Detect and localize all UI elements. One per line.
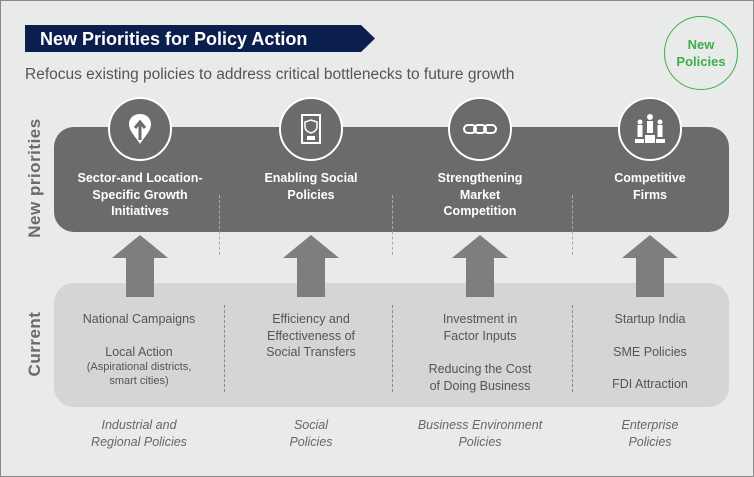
text-line: Social (293, 418, 329, 432)
text-line: Policies (287, 187, 335, 202)
badge-line1: New (687, 37, 715, 52)
text-line: Market (459, 187, 501, 202)
text-line: Policies (628, 434, 672, 449)
text-line: Factor Inputs (443, 328, 517, 343)
text-line: Regional Policies (91, 434, 187, 449)
text-line: Policies (289, 434, 333, 449)
text-line: Local Action (105, 344, 173, 359)
text-line: FDI Attraction (612, 377, 688, 391)
text-line: Initiatives (111, 204, 169, 218)
text-line: Sector-and Location- (77, 171, 203, 185)
text-line: (Aspirational districts, (86, 361, 192, 373)
text-line: Investment in (442, 312, 518, 326)
text-line: SME Policies (613, 344, 687, 359)
text-line: Effectiveness of (266, 328, 355, 343)
title-banner: New Priorities for Policy Action (25, 25, 375, 52)
divider (392, 305, 393, 392)
text-line: Enterprise (621, 418, 679, 432)
new-priorities-label: New priorities (25, 118, 44, 238)
current-policies: National Campaigns Local Action (Aspirat… (54, 311, 224, 388)
current-label: Current (25, 311, 44, 377)
subtitle: Refocus existing policies to address cri… (25, 66, 515, 83)
text-line: Competition (443, 204, 517, 218)
text-line: Social Transfers (266, 345, 356, 359)
location-arrow-icon (108, 97, 172, 161)
text-line: Strengthening (437, 171, 523, 185)
divider (392, 195, 393, 255)
divider (224, 305, 225, 392)
divider (219, 195, 220, 255)
divider (572, 305, 573, 392)
text-line: Startup India (614, 312, 686, 326)
page-title: New Priorities for Policy Action (40, 29, 308, 49)
text-line: Industrial and (101, 418, 177, 432)
text-line: Reducing the Cost (428, 362, 532, 376)
text-line: Firms (632, 187, 668, 202)
podium-people-icon (618, 97, 682, 161)
text-line: of Doing Business (429, 378, 531, 393)
badge-line2: Policies (676, 54, 726, 69)
text-line: Policies (458, 434, 502, 449)
current-policies-panel (54, 283, 729, 407)
text-line: Efficiency and (272, 312, 350, 326)
chain-link-icon (448, 97, 512, 161)
text-line: National Campaigns (82, 312, 196, 326)
current-policies: Investment in Factor Inputs Reducing the … (395, 311, 565, 394)
text-line: Competitive (614, 171, 686, 185)
text-line: Enabling Social (264, 171, 358, 185)
text-line: Business Environment (417, 418, 543, 432)
text-line: smart cities) (109, 375, 169, 387)
social-document-icon (279, 97, 343, 161)
current-policies: Startup India SME Policies FDI Attractio… (565, 311, 735, 393)
text-line: Specific Growth (92, 187, 188, 202)
divider (572, 195, 573, 255)
